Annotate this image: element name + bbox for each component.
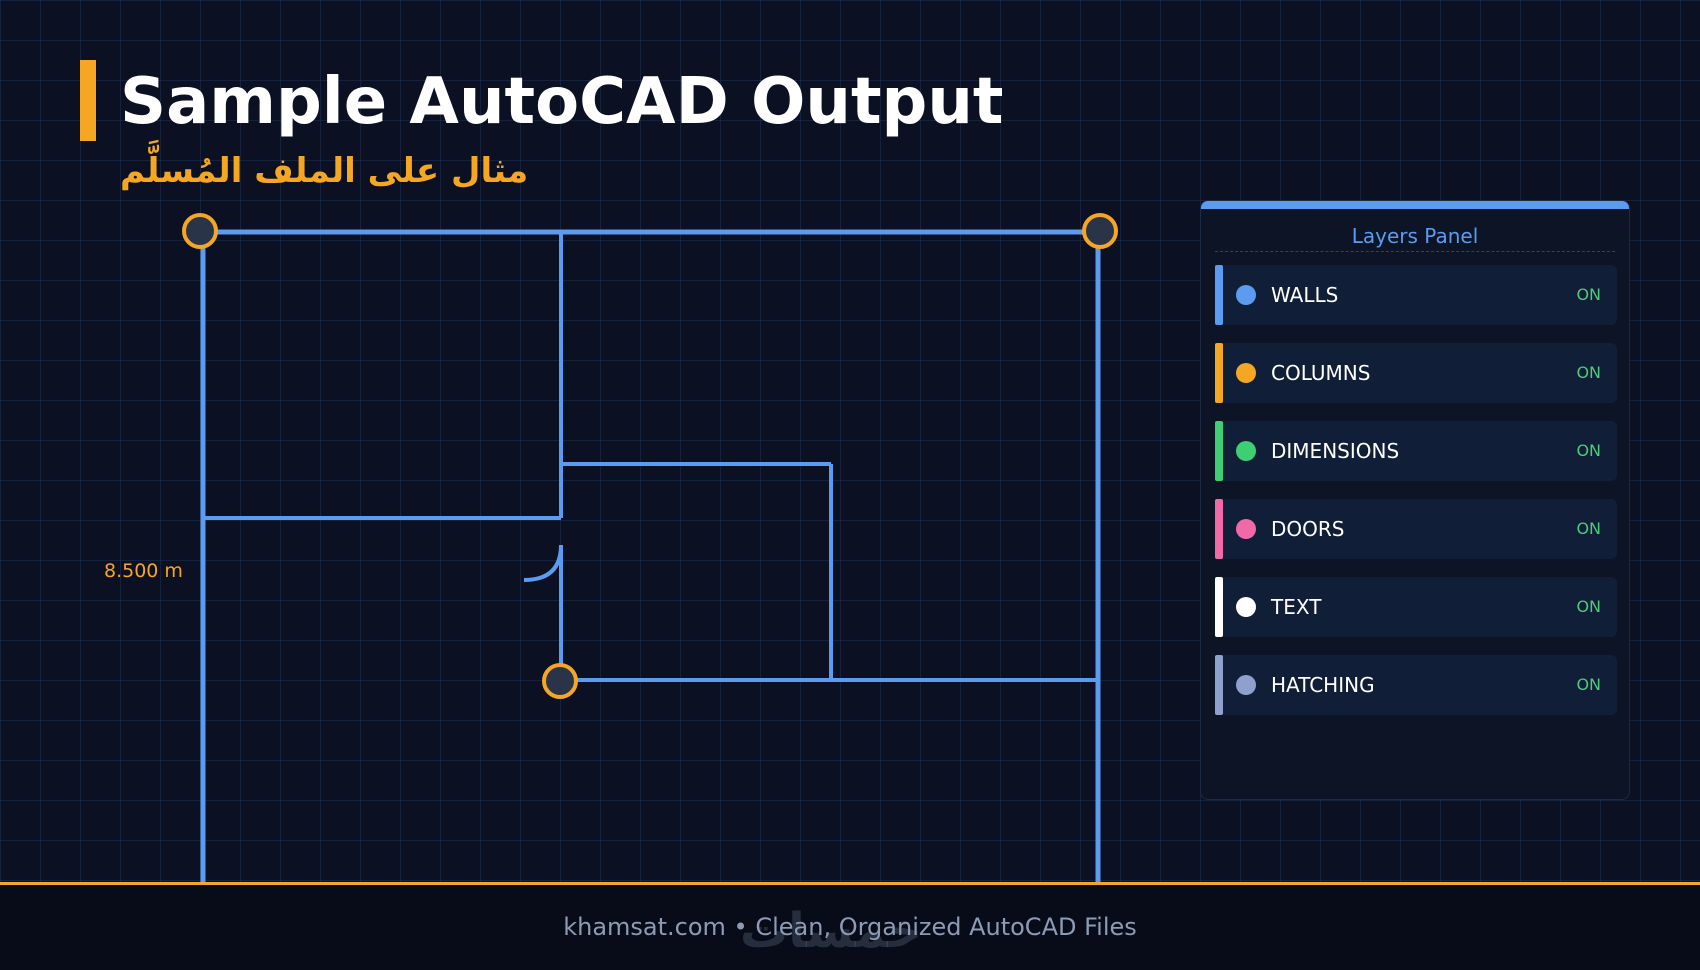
layer-color-stripe <box>1215 655 1223 715</box>
layer-color-stripe <box>1215 421 1223 481</box>
layer-color-stripe <box>1215 265 1223 325</box>
layer-color-dot <box>1236 519 1256 539</box>
footer-text: khamsat.com • Clean, Organized AutoCAD F… <box>563 913 1137 941</box>
layer-color-stripe <box>1215 577 1223 637</box>
layer-color-dot <box>1236 363 1256 383</box>
layer-name: DIMENSIONS <box>1271 439 1400 463</box>
layer-visibility-toggle[interactable]: ON <box>1576 363 1601 382</box>
layer-color-stripe <box>1215 499 1223 559</box>
dimension-label: 8.500 m <box>104 560 183 582</box>
floor-plan <box>182 213 1118 882</box>
layer-row-text[interactable]: TEXT ON <box>1215 577 1617 637</box>
layer-name: TEXT <box>1271 595 1322 619</box>
layer-name: DOORS <box>1271 517 1345 541</box>
column-center <box>542 663 578 699</box>
layer-row-dimensions[interactable]: DIMENSIONS ON <box>1215 421 1617 481</box>
layer-color-dot <box>1236 441 1256 461</box>
column-top-right <box>1082 213 1118 249</box>
page-title: Sample AutoCAD Output <box>120 65 1004 139</box>
layer-visibility-toggle[interactable]: ON <box>1576 519 1601 538</box>
title-accent-bar <box>80 60 96 141</box>
layers-panel: Layers Panel WALLS ON COLUMNS ON DIMENSI… <box>1200 200 1630 800</box>
layer-name: WALLS <box>1271 283 1339 307</box>
layer-visibility-toggle[interactable]: ON <box>1576 285 1601 304</box>
layer-name: COLUMNS <box>1271 361 1371 385</box>
door-swing-arc <box>523 544 563 582</box>
layer-row-columns[interactable]: COLUMNS ON <box>1215 343 1617 403</box>
layer-color-dot <box>1236 675 1256 695</box>
layer-name: HATCHING <box>1271 673 1375 697</box>
column-top-left <box>182 213 218 249</box>
layer-color-dot <box>1236 285 1256 305</box>
panel-title: Layers Panel <box>1215 221 1615 252</box>
panel-accent-bar <box>1201 201 1629 209</box>
footer: خمسات khamsat.com • Clean, Organized Aut… <box>0 882 1700 970</box>
layer-visibility-toggle[interactable]: ON <box>1576 441 1601 460</box>
layer-row-hatching[interactable]: HATCHING ON <box>1215 655 1617 715</box>
layer-visibility-toggle[interactable]: ON <box>1576 597 1601 616</box>
layer-color-dot <box>1236 597 1256 617</box>
layer-visibility-toggle[interactable]: ON <box>1576 675 1601 694</box>
layer-row-doors[interactable]: DOORS ON <box>1215 499 1617 559</box>
layer-row-walls[interactable]: WALLS ON <box>1215 265 1617 325</box>
page-subtitle: مثال على الملف المُسلَّم <box>120 151 529 191</box>
layer-color-stripe <box>1215 343 1223 403</box>
